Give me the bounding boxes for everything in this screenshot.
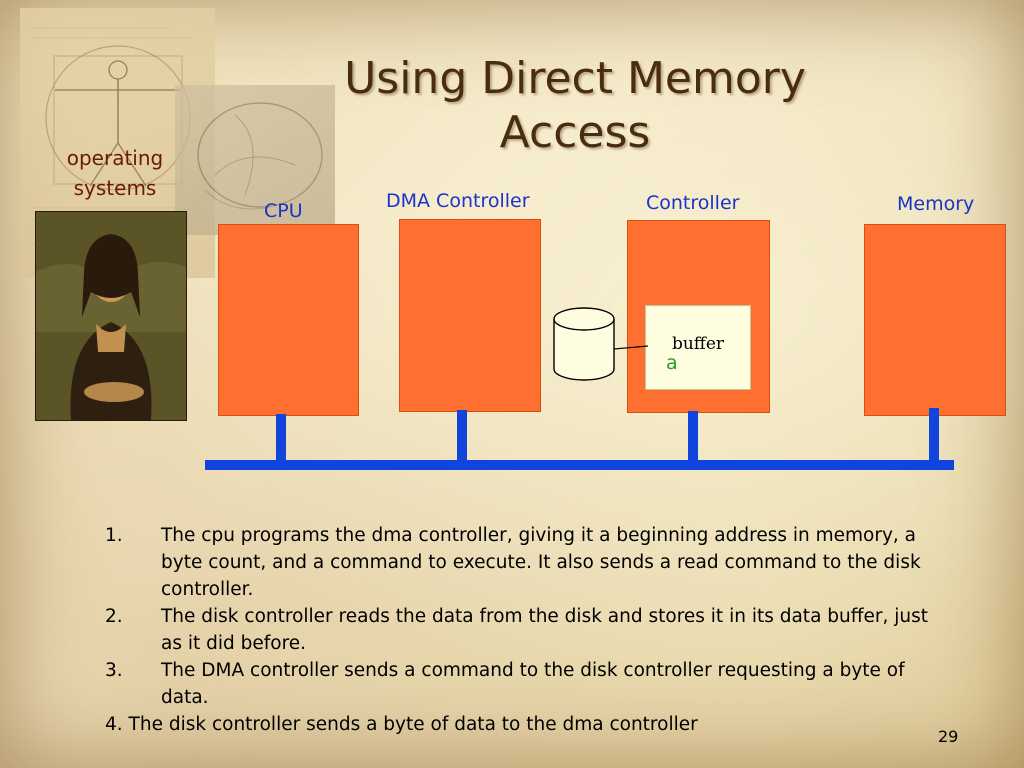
step-number: 2. — [105, 606, 123, 627]
controller-bus-connector — [688, 411, 698, 462]
dma-controller-block — [399, 219, 541, 412]
cpu-bus-connector — [276, 414, 286, 462]
anatomical-skull-sketch — [175, 85, 335, 235]
cpu-block — [218, 224, 359, 416]
step-text: The disk controller reads the data from … — [161, 606, 929, 654]
memory-bus-connector — [929, 408, 939, 462]
step-text: The disk controller sends a byte of data… — [128, 714, 698, 735]
memory-block — [864, 224, 1006, 416]
step-text: The DMA controller sends a command to th… — [161, 660, 905, 708]
mona-lisa-painting — [35, 211, 187, 421]
step-number: 1. — [105, 525, 123, 546]
step-number: 3. — [105, 660, 123, 681]
buffer-box: buffer a — [645, 305, 751, 390]
controller-label: Controller — [646, 192, 740, 214]
operating-systems-label: operating systems — [66, 146, 164, 200]
step-item: 3. The DMA controller sends a command to… — [105, 657, 945, 711]
step-number: 4. — [105, 714, 123, 735]
buffer-label: buffer — [671, 334, 725, 354]
memory-label: Memory — [897, 193, 975, 215]
step-item: 1. The cpu programs the dma controller, … — [105, 522, 945, 603]
step-item: 4. The disk controller sends a byte of d… — [105, 711, 945, 738]
step-text: The cpu programs the dma controller, giv… — [161, 525, 921, 600]
cpu-label: CPU — [264, 200, 303, 222]
step-item: 2. The disk controller reads the data fr… — [105, 603, 945, 657]
slide-title: Using Direct Memory Access — [344, 53, 806, 158]
system-bus — [205, 460, 954, 470]
steps-list: 1. The cpu programs the dma controller, … — [105, 522, 945, 738]
dma-controller-label: DMA Controller — [386, 190, 530, 212]
buffer-marker: a — [666, 352, 678, 374]
page-number: 29 — [938, 727, 959, 746]
dma-bus-connector — [457, 410, 467, 462]
disk-cylinder-icon — [553, 307, 649, 381]
